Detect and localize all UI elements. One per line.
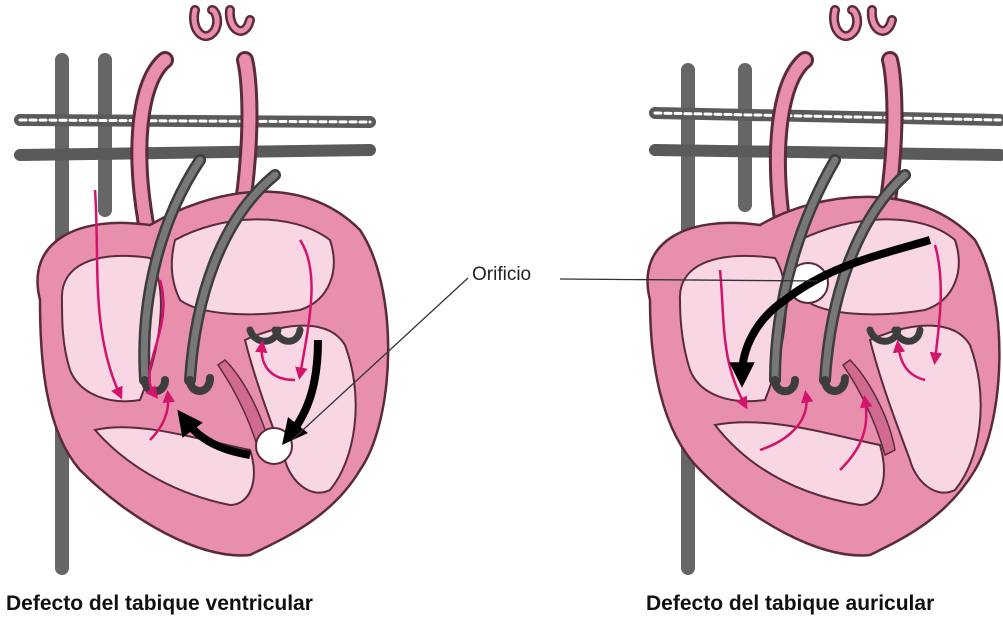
caption-atrial-septal-defect: Defecto del tabique auricular <box>646 592 934 616</box>
vsd-heart <box>20 10 388 568</box>
vsd-defect-hole <box>256 428 292 464</box>
orificio-label: Orificio <box>472 264 531 286</box>
asd-pulmonary-arteries <box>655 113 1000 155</box>
asd-heart <box>648 10 1000 568</box>
vsd-pulmonary-arteries <box>20 120 370 155</box>
caption-ventricular-septal-defect: Defecto del tabique ventricular <box>6 592 313 616</box>
